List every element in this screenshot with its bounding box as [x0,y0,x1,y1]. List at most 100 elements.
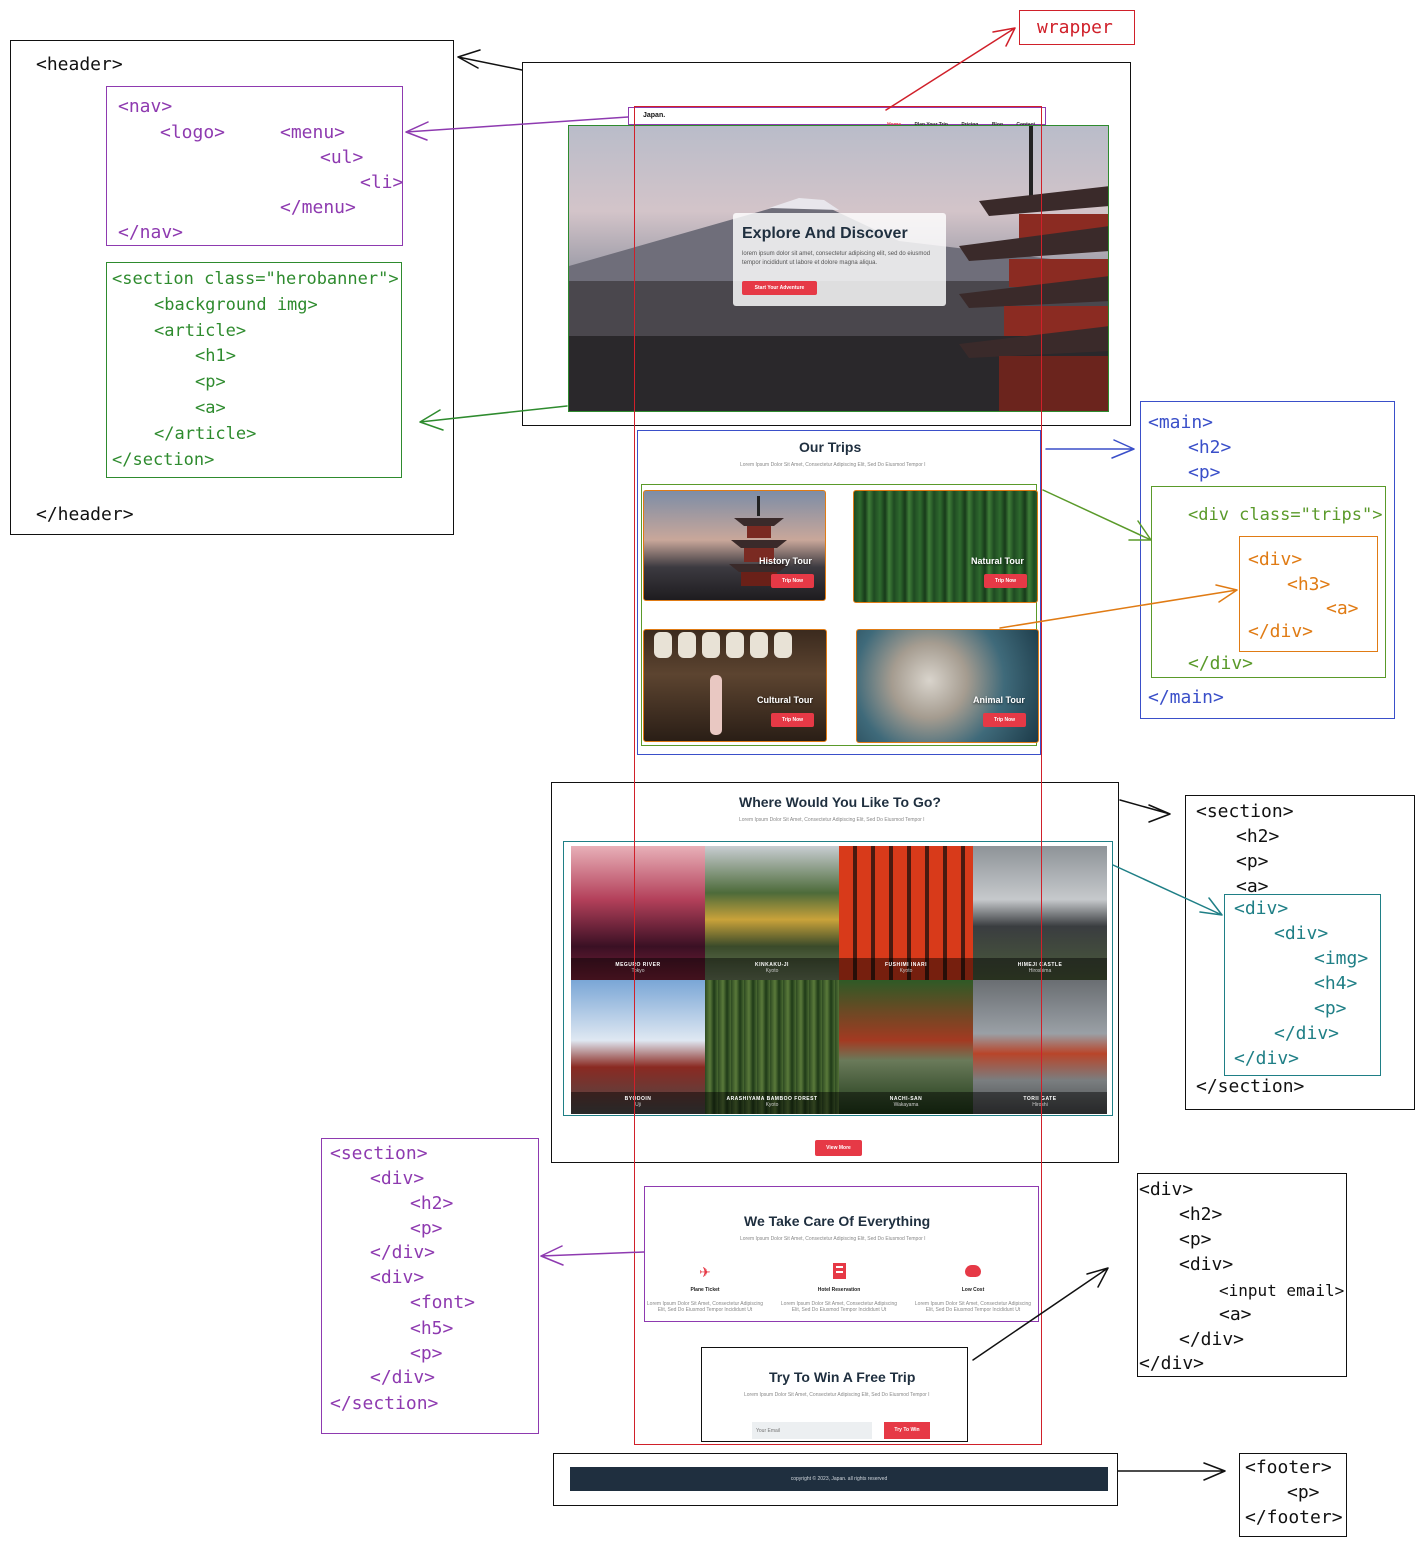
trips-subtitle: Lorem Ipsum Dolor Sit Amet, Consectetur … [740,462,926,468]
services-code-line: </div> [370,1367,436,1388]
hero-code-line: <h1> [195,346,236,366]
hero-cta-button[interactable]: Start Your Adventure [742,281,817,295]
nav-code-line: </menu> [280,197,356,218]
nav-code-line: <logo> [160,122,226,143]
trip-now-button[interactable]: Trip Now [984,574,1027,588]
services-code-line: </section> [330,1393,439,1414]
view-more-button[interactable]: View More [815,1140,862,1156]
tile-name: KINKAKU-JI [755,962,789,968]
card-code-line: <a> [1326,598,1359,619]
services-code-line: <section> [330,1143,428,1164]
nav-code-line: </nav> [118,222,184,243]
tile-city: Wakayama [893,1102,919,1108]
tile-name: NACHI-SAN [889,1096,923,1102]
piggy-bank-icon [965,1265,981,1277]
services-annotation-box [321,1138,539,1434]
trips-title: Our Trips [799,439,862,455]
newsletter-code-line: <div> [1179,1254,1234,1275]
footer-code-line: </footer> [1245,1507,1343,1528]
trip-card-title: Cultural Tour [757,695,813,705]
header-annotation-box [10,40,454,535]
header-sketch-frame [522,62,1131,426]
services-code-line: <div> [370,1168,425,1189]
trips-code-line: </div> [1188,653,1254,674]
destinations-arrow [1119,799,1171,823]
hero-text: lorem ipsum dolor sit amet, consectetur … [742,251,931,266]
site-logo[interactable]: Japan. [643,112,666,119]
hero-code-line: <article> [154,321,247,341]
header-arrow [457,49,523,71]
footer-code-line: <footer> [1245,1457,1332,1478]
service-item: Low Cost Lorem Ipsum Dolor Sit Amet, Con… [912,1263,1034,1318]
services-title: We Take Care Of Everything [744,1213,931,1229]
newsletter-code-line: </div> [1139,1353,1205,1374]
newsletter-code-line: <p> [1179,1229,1212,1250]
footer-arrow [1117,1462,1226,1481]
footer-text: copyright © 2023, Japan. all rights rese… [790,1476,888,1482]
service-title: Hotel Reservation [817,1287,861,1293]
service-text: Lorem Ipsum Dolor Sit Amet, Consectetur … [914,1301,1032,1313]
hotel-icon [832,1263,846,1279]
trip-now-button[interactable]: Trip Now [983,713,1026,727]
service-item: Hotel Reservation Lorem Ipsum Dolor Sit … [778,1263,900,1318]
nav-code-line: <menu> [280,122,346,143]
services-code-line: <div> [370,1267,425,1288]
tile-city: Kyoto [899,968,913,974]
try-to-win-button[interactable]: Try To Win [884,1422,930,1439]
main-code-line: <main> [1148,412,1214,433]
card-code-line: <div> [1248,549,1303,570]
dest-code-line: </div> [1274,1023,1340,1044]
dest-code-line: <h2> [1236,826,1280,847]
services-subtitle: Lorem Ipsum Dolor Sit Amet, Consectetur … [740,1236,926,1242]
destinations-annotation-box [1185,795,1415,1110]
destinations-grid-frame [563,841,1113,1116]
hero-title: Explore And Discover [742,225,908,242]
hero-code-line: </article> [154,424,257,444]
tile-name: ARASHIYAMA BAMBOO FOREST [726,1096,818,1102]
nav-code-line: <li> [360,172,404,193]
trip-now-button[interactable]: Trip Now [771,574,814,588]
footer-annotation-box [1239,1453,1347,1537]
services-code-line: <p> [410,1343,443,1364]
tile-name: BYODOIN [624,1096,652,1102]
header-close-tag: </header> [36,504,134,525]
tile-name: FUSHIMI INARI [884,962,928,968]
footer-bar: copyright © 2023, Japan. all rights rese… [570,1467,1108,1491]
footer-code-line: <p> [1287,1482,1320,1503]
services-code-line: <p> [410,1218,443,1239]
header-open-tag: <header> [36,54,123,75]
main-arrow [1045,439,1135,459]
dest-code-line: </div> [1234,1048,1300,1069]
main-code-line: </main> [1148,687,1224,708]
card-arrow [999,584,1238,629]
email-input[interactable] [752,1422,872,1439]
service-text: Lorem Ipsum Dolor Sit Amet, Consectetur … [646,1301,764,1313]
newsletter-frame [701,1347,968,1442]
services-code-line: <h5> [410,1318,454,1339]
trip-now-button[interactable]: Trip Now [771,713,814,727]
tile-name: MEGURO RIVER [615,962,661,968]
hero-arrow [419,405,568,431]
newsletter-code-line: <a> [1219,1304,1252,1325]
service-item: ✈ Plane Ticket Lorem Ipsum Dolor Sit Ame… [644,1263,766,1318]
destinations-title: Where Would You Like To Go? [739,794,941,810]
dest-code-line: <img> [1314,948,1369,969]
dest-code-line: <p> [1236,851,1269,872]
destinations-subtitle: Lorem Ipsum Dolor Sit Amet, Consectetur … [739,817,925,823]
nav-code-line: <nav> [118,96,173,117]
